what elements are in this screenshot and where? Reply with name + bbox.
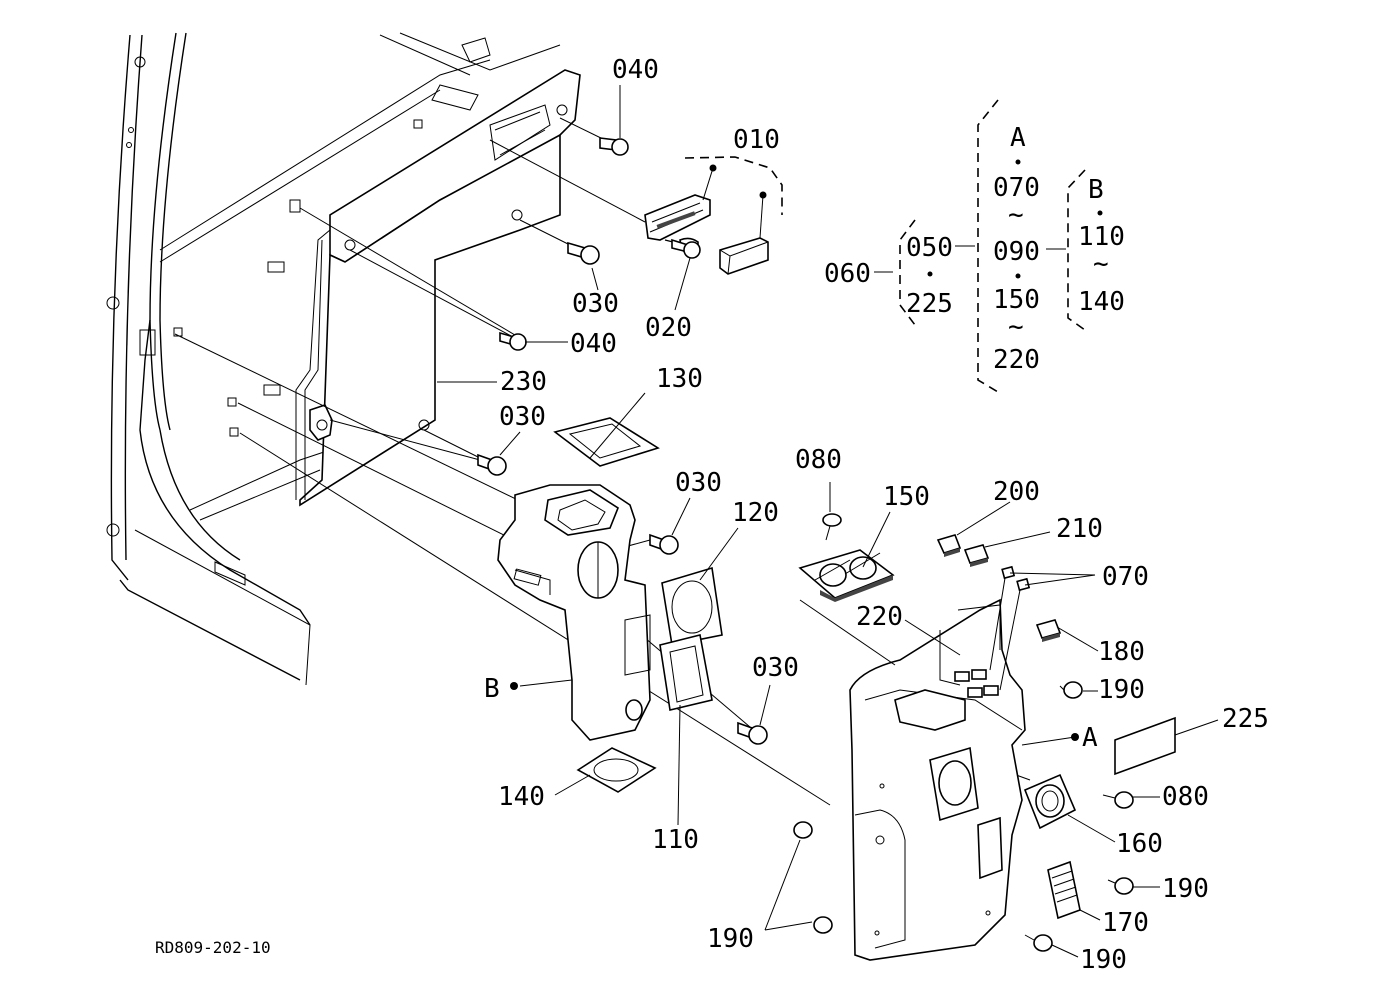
cap-070 [989,565,1031,691]
callout-190-c: 190 [1080,945,1127,975]
legend-060: 060 [824,259,871,289]
gasket-130 [553,417,660,467]
callout-190-b: 190 [1162,874,1209,904]
legend-a-title: A [1010,123,1026,153]
legend-a-r1: 070 [993,173,1040,203]
screw-190-b [1107,877,1134,895]
callout-140: 140 [498,782,545,812]
callout-130: 130 [656,364,703,394]
screw-190-a [1059,681,1083,699]
legend-a-r2: 090 [993,237,1040,267]
legend-a-wave1: ~ [1008,200,1024,230]
gasket-120 [661,566,723,646]
vent-150 [798,549,895,602]
drawing-code: RD809-202-10 [155,938,271,957]
legend-a-r3: 150 [993,285,1040,315]
legend-a-r4: 220 [993,345,1040,375]
legend-060-bottom: 225 [906,289,953,319]
callout-030-right: 030 [675,468,722,498]
callout-120: 120 [732,498,779,528]
callout-220: 220 [856,602,903,632]
group-legend: 060 050 225 A 070 ~ 090 150 ~ 220 B 110 … [824,99,1125,393]
bracket-010 [644,194,769,275]
console-a [799,598,1026,961]
callout-080-right: 080 [1162,782,1209,812]
legend-a-wave2: ~ [1008,312,1024,342]
callout-190-d: 190 [707,924,754,954]
screw-190-c [1024,934,1053,952]
mark-a: A [1082,723,1098,753]
screw-080-right [1102,791,1134,809]
switch-210 [963,544,990,567]
leader-lines [174,117,1031,806]
switch-180 [1035,619,1062,642]
callout-210: 210 [1056,514,1103,544]
callout-010: 010 [733,125,780,155]
screw-190-d [793,821,833,934]
duct-b [497,484,651,741]
callout-200: 200 [993,477,1040,507]
vent-170 [1047,860,1081,920]
switch-200 [936,534,962,557]
legend-b-r1: 110 [1078,222,1125,252]
callout-030-mid: 030 [499,402,546,432]
callout-leaders [437,85,1219,958]
mark-b: B [484,674,500,704]
vent-160 [1023,773,1077,830]
callout-040-top: 040 [612,55,659,85]
screw-080-top [822,513,842,541]
legend-060-top: 050 [906,233,953,263]
callout-010-bracket [684,156,783,215]
bolt-030-b [477,453,507,476]
bolt-030-c [649,533,679,555]
bolt-040-mid [499,331,527,351]
callout-020: 020 [645,313,692,343]
callout-080-top: 080 [795,445,842,475]
gasket-140 [576,747,657,793]
legend-b-r2: 140 [1078,287,1125,317]
callout-070: 070 [1102,562,1149,592]
callout-030-low: 030 [752,653,799,683]
bolt-030-a [567,241,600,265]
callout-110: 110 [652,825,699,855]
legend-b-title: B [1088,175,1104,205]
callout-150: 150 [883,482,930,512]
callout-030-top: 030 [572,289,619,319]
bolt-030-d [737,721,768,745]
bolt-020 [671,238,701,259]
callout-230: 230 [500,367,547,397]
rear-panel-230 [295,69,581,507]
legend-b-wave: ~ [1093,249,1109,279]
callout-labels: 040 010 030 020 040 230 130 030 030 120 … [155,55,1269,975]
cab-frame [106,32,561,686]
callout-170: 170 [1102,908,1149,938]
bolt-040-top [599,137,629,156]
gasket-110 [659,634,713,711]
callout-040-mid: 040 [570,329,617,359]
callout-190-a: 190 [1098,675,1145,705]
decal-225 [1114,716,1176,776]
callout-180: 180 [1098,637,1145,667]
callout-225: 225 [1222,704,1269,734]
callout-160: 160 [1116,829,1163,859]
